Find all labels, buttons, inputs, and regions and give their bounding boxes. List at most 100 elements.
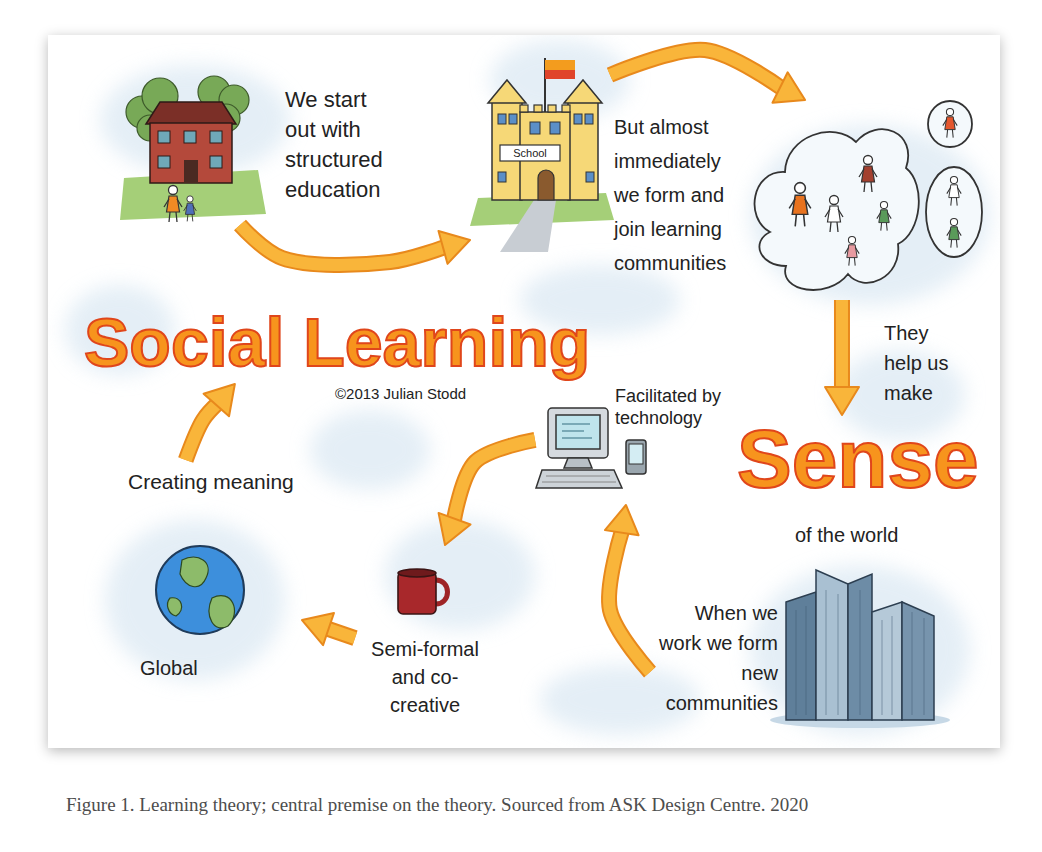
school-picture (538, 170, 554, 200)
school-picture (545, 70, 575, 79)
stage-caption: Semi-formal and co-creative (360, 635, 490, 719)
house-picture (184, 131, 196, 143)
globe-picture (209, 596, 234, 628)
flow-arrow (240, 225, 470, 265)
school-picture (520, 105, 528, 112)
community-cloud (789, 183, 811, 227)
phone-picture (629, 444, 643, 464)
flow-arrow (302, 613, 355, 645)
stage-caption: We start out with structured education (285, 85, 397, 205)
watercolor-wash (310, 410, 430, 490)
community-cloud (926, 167, 982, 257)
flow-arrow (605, 505, 650, 672)
community-cloud (755, 129, 919, 290)
globe-picture (168, 598, 182, 616)
office-buildings (796, 590, 924, 715)
edge-label: They help us make (884, 318, 968, 408)
arrow-outline (609, 531, 650, 672)
flow-arrow (186, 384, 235, 460)
arrow-outline (454, 440, 535, 521)
school-picture (498, 114, 506, 124)
arrow-shaft (186, 403, 218, 460)
office-buildings (816, 570, 848, 720)
arrow-head (204, 384, 235, 416)
flow-arrow (825, 300, 859, 415)
community-cloud (877, 201, 891, 230)
figure-caption: Figure 1. Learning theory; central premi… (66, 793, 996, 817)
school-picture (545, 60, 575, 70)
house-picture (210, 156, 222, 168)
house-picture (146, 102, 236, 124)
flow-arrow (610, 50, 805, 103)
community-cloud (825, 196, 843, 233)
sign-text: School (500, 146, 560, 160)
stage-caption: of the world (795, 522, 945, 548)
computer-picture (556, 415, 600, 449)
school-picture (500, 200, 556, 252)
stage-node: We start out with structured education (120, 60, 450, 225)
school-picture (520, 105, 570, 112)
house-picture (150, 123, 232, 183)
arrow-shaft (327, 628, 355, 638)
stage-node: Creating meaningGlobal (125, 460, 302, 690)
stage-node: When we work we form new communities (650, 565, 940, 725)
coffee-mug (398, 569, 448, 614)
watercolor-wash (105, 520, 285, 680)
school-picture (564, 80, 602, 103)
arrow-outline (834, 300, 850, 389)
watercolor-wash (750, 565, 970, 735)
arrow-head (605, 505, 639, 535)
school-picture (470, 58, 614, 252)
arrow-shaft (609, 531, 650, 672)
globe-picture (156, 546, 244, 634)
school-picture (498, 172, 506, 182)
house-picture (210, 131, 222, 143)
office-buildings (902, 602, 934, 720)
arrow-head (825, 387, 859, 415)
school-picture (568, 102, 598, 200)
phone-picture (626, 440, 646, 474)
stage-node: Social Learning (80, 306, 605, 384)
stage-caption: Global (140, 655, 220, 681)
computer-picture (536, 470, 622, 488)
house-picture (184, 196, 197, 222)
copyright-note: ©2013 Julian Stodd (335, 384, 466, 404)
arrow-head (772, 72, 805, 102)
office-buildings (770, 570, 950, 728)
stage-node: But almost immediately we form and join … (612, 100, 987, 300)
watercolor-wash (65, 40, 990, 735)
community-cloud (859, 156, 877, 193)
stage-node: School (470, 55, 610, 255)
arrow-outline (186, 403, 218, 460)
arrow-shaft (240, 225, 445, 265)
stage-node: Facilitated by technology (535, 383, 731, 505)
school-picture (488, 80, 526, 103)
arrow-shaft (610, 50, 782, 89)
school-picture (534, 105, 542, 112)
office-buildings (872, 602, 902, 720)
arrow-head (302, 613, 334, 645)
house-picture (158, 156, 170, 168)
stage-caption: But almost immediately we form and join … (614, 110, 742, 280)
coffee-mug (398, 572, 436, 614)
computer-picture (564, 458, 592, 468)
arrow-outline (240, 225, 445, 265)
watercolor-wash (385, 520, 535, 630)
arrow-shaft (836, 300, 848, 389)
stage-node: Semi-formal and co-creative (355, 545, 495, 725)
school-picture (562, 105, 570, 112)
school-picture (500, 145, 560, 161)
school-picture (530, 122, 540, 134)
school-picture (509, 114, 517, 124)
school-picture (586, 172, 594, 182)
community-cloud (947, 218, 961, 247)
main-heading: Social Learning (84, 308, 590, 376)
house-picture (120, 76, 266, 222)
computer-picture (542, 476, 616, 482)
computer-picture (536, 408, 622, 488)
stage-caption: When we work we form new communities (652, 598, 778, 718)
coffee-mug (398, 569, 436, 577)
